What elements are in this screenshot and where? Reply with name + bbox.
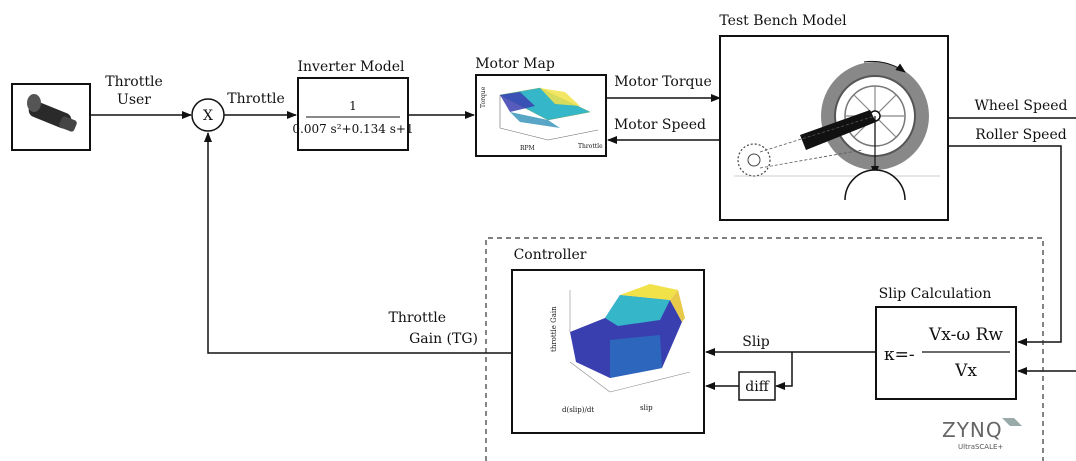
diff-label: diff (745, 379, 769, 395)
test-bench-block (719, 35, 949, 221)
controller-surface-plot (569, 284, 691, 393)
controller-block: throttle Gain d(slip)/dt slip (511, 269, 705, 434)
motor-map-x-label: RPM (520, 145, 535, 152)
test-bench-title: Test Bench Model (719, 13, 847, 29)
swing-arm-icon (800, 110, 876, 150)
controller-title: Controller (514, 247, 587, 263)
slip-calc-block: κ=- Vx-ω Rw Vx (875, 306, 1017, 400)
multiply-junction: X (191, 98, 225, 132)
inverter-title: Inverter Model (298, 59, 405, 75)
roller-speed-path (948, 145, 1062, 346)
throttle-user-label-1: Throttle (105, 74, 163, 90)
throttle-label: Throttle (227, 91, 285, 107)
slip-calc-title: Slip Calculation (879, 286, 992, 302)
throttle-gain-label-2: Gain (TG) (409, 331, 478, 347)
motor-map-z-label: Torque (480, 86, 487, 108)
motor-torque-label: Motor Torque (614, 74, 712, 90)
tf-denominator: 0.007 s²+0.134 s+1 (292, 122, 413, 136)
throttle-gain-label-1: Throttle (389, 310, 447, 326)
rear-sprocket-icon (737, 143, 771, 177)
roller-icon (844, 169, 906, 201)
formula-denominator: Vx (954, 361, 977, 381)
diff-block: diff (738, 371, 776, 401)
tf-numerator: 1 (349, 99, 357, 113)
throttle-user-label-2: User (117, 92, 151, 108)
motor-map-y-label: Throttle (578, 143, 603, 150)
inverter-block: 1 0.007 s²+0.134 s+1 (292, 77, 414, 151)
controller-x-label: d(slip)/dt (562, 406, 594, 414)
motor-map-title: Motor Map (475, 56, 555, 72)
zynq-logo-mark (1002, 418, 1022, 426)
kappa-symbol: κ=- (884, 345, 915, 365)
zynq-logo-text: ZYNQ (942, 418, 1003, 442)
motor-map-block: Torque RPM Throttle (475, 74, 607, 157)
throttle-gain-feedback-path (204, 132, 512, 354)
controller-z-label: throttle Gain (550, 306, 558, 352)
junction-symbol: X (203, 108, 213, 124)
throttle-user-block (11, 83, 91, 151)
slip-label: Slip (742, 334, 770, 350)
slip-to-diff-path (775, 352, 793, 390)
wheel-speed-label: Wheel Speed (975, 98, 1068, 114)
formula-numerator: Vx-ω Rw (928, 325, 1003, 345)
ultrascale-text: UltraSCALE+ (958, 443, 1003, 451)
fpga-region-border (485, 237, 1044, 461)
controller-y-label: slip (640, 404, 653, 412)
motor-speed-label: Motor Speed (614, 117, 706, 133)
motor-map-surface-plot (499, 87, 599, 141)
roller-speed-label: Roller Speed (975, 127, 1066, 143)
zynq-logo: ZYNQ UltraSCALE+ (942, 418, 1022, 451)
throttle-grip-icon (27, 94, 77, 132)
